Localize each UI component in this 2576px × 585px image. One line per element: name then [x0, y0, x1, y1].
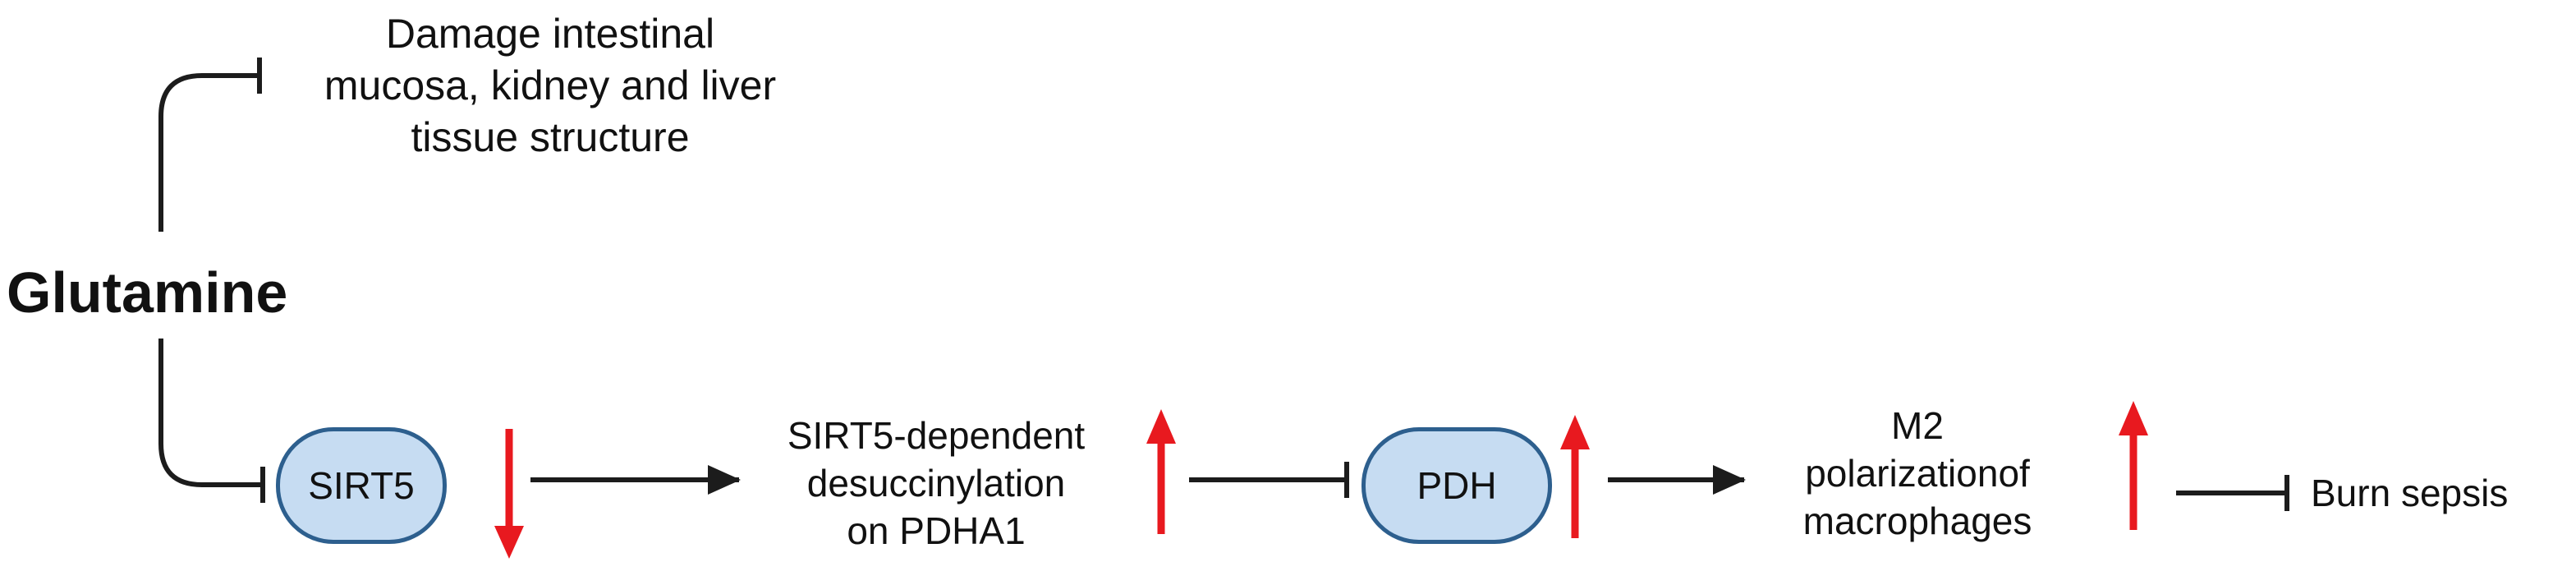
up-arrow-icon [2119, 401, 2148, 530]
source-label: Glutamine [7, 260, 288, 325]
sirt5-node: SIRT5 [276, 427, 447, 544]
pdh-label: PDH [1417, 464, 1497, 507]
sirt5-label: SIRT5 [308, 464, 415, 507]
inhibit-connector-upper [158, 73, 259, 232]
inhibit-connector-sirt5 [158, 339, 263, 487]
down-arrow-icon [494, 429, 524, 559]
upper-effect-label: Damage intestinal mucosa, kidney and liv… [324, 11, 777, 160]
up-arrow-icon [1560, 415, 1590, 538]
m2-polarization-label: M2 polarizationof macrophages [1802, 404, 2032, 542]
pdh-node: PDH [1361, 427, 1552, 544]
outcome-label: Burn sepsis [2311, 472, 2509, 514]
up-arrow-icon [1146, 409, 1176, 534]
desuccinylation-label: SIRT5-dependent desuccinylation on PDHA1 [787, 414, 1086, 552]
